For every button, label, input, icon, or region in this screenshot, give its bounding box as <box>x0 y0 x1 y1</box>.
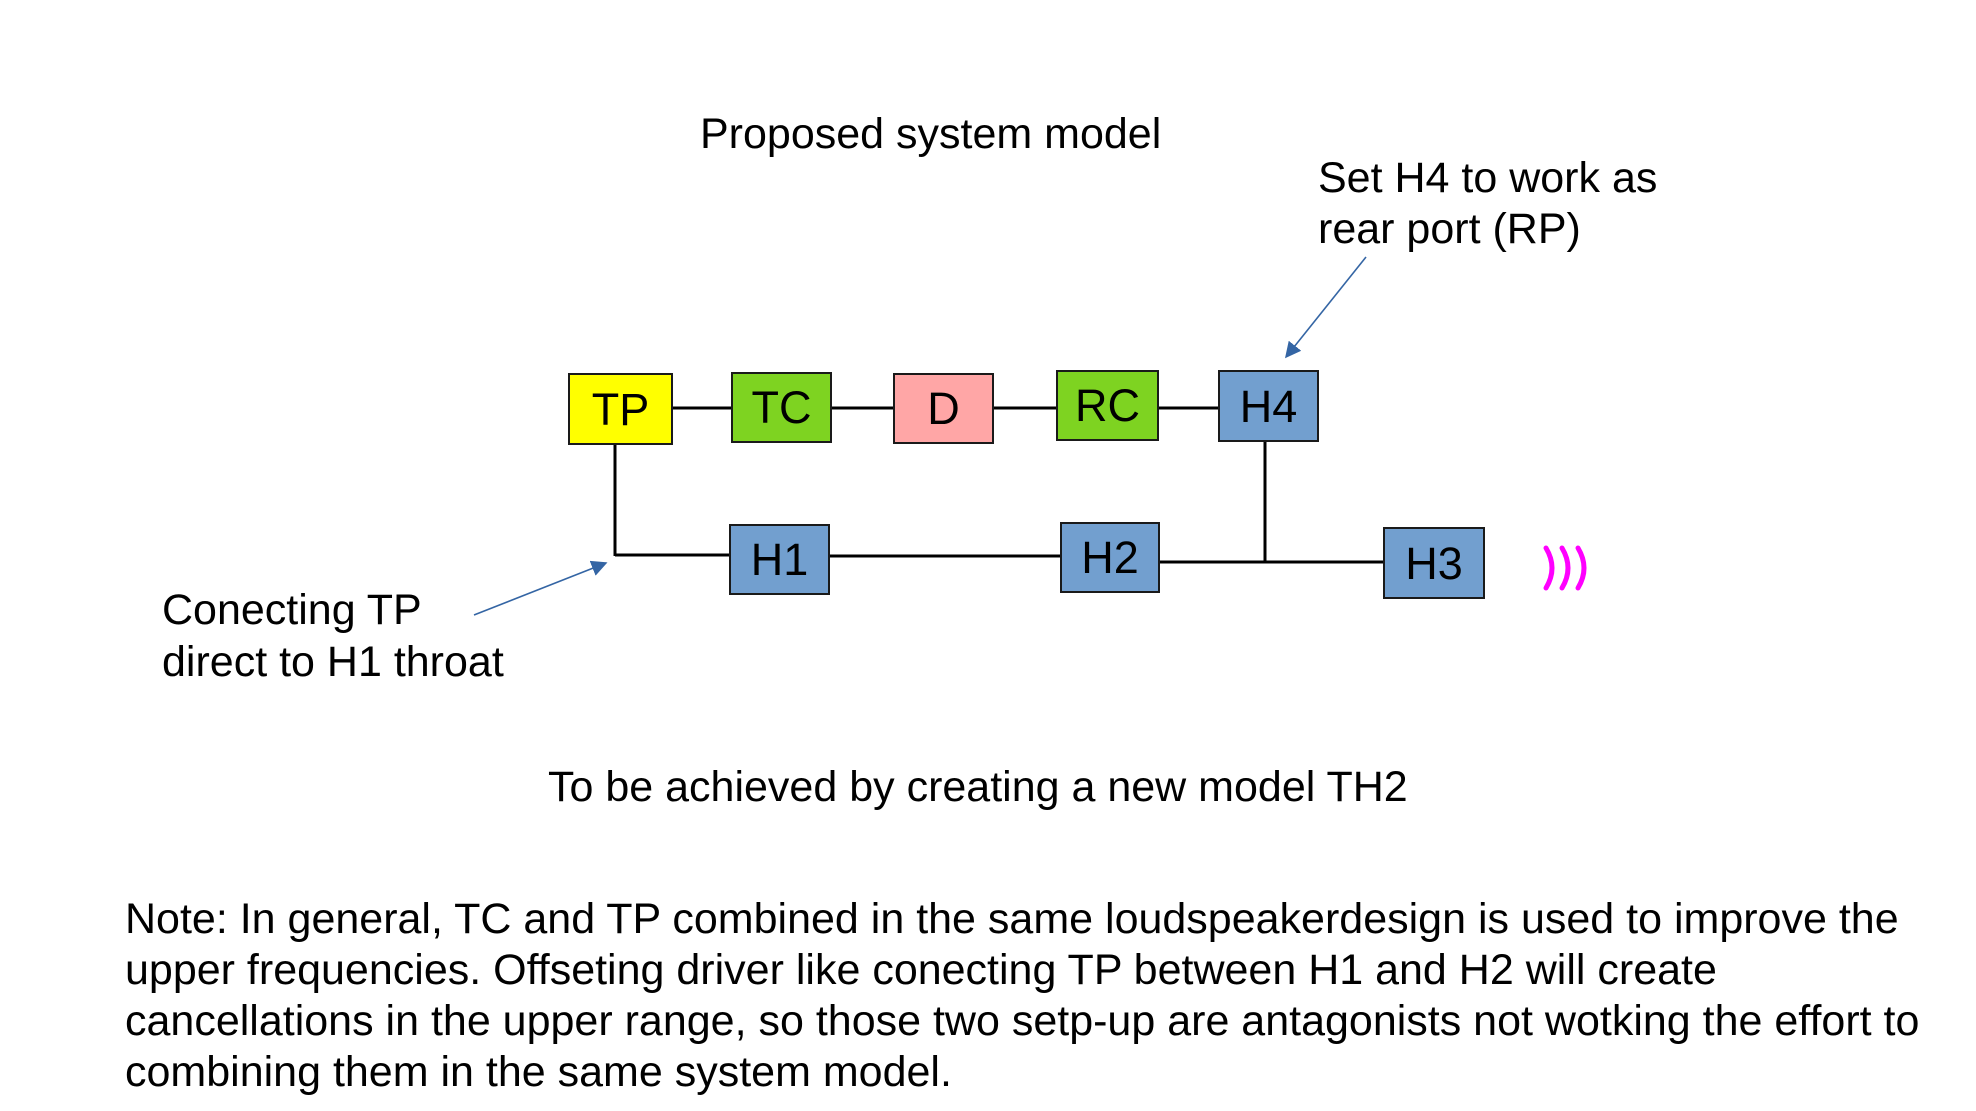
block-h3: H3 <box>1383 527 1485 599</box>
callout-rear-port-line2: rear port (RP) <box>1318 205 1581 253</box>
diagram-title: Proposed system model <box>700 110 1162 158</box>
note-paragraph: Note: In general, TC and TP combined in … <box>125 895 1920 1096</box>
callout-tp-direct: Conecting TP direct to H1 throat <box>162 584 504 688</box>
callout-tp-line1: Conecting TP <box>162 586 422 634</box>
block-rc: RC <box>1056 370 1159 441</box>
block-h4: H4 <box>1218 370 1319 442</box>
subtitle: To be achieved by creating a new model T… <box>548 763 1408 811</box>
callout-tp-line2: direct to H1 throat <box>162 638 504 686</box>
block-tc: TC <box>731 372 832 443</box>
block-h2: H2 <box>1060 522 1160 593</box>
sound-waves-icon <box>1543 545 1587 591</box>
arrow-tp-throat <box>473 560 608 616</box>
callout-rear-port: Set H4 to work as rear port (RP) <box>1318 153 1657 255</box>
arrow-rear-port <box>1285 256 1367 359</box>
block-tp: TP <box>568 373 673 445</box>
block-d: D <box>893 373 994 444</box>
callout-rear-port-line1: Set H4 to work as <box>1318 154 1658 202</box>
block-h1: H1 <box>729 524 830 595</box>
